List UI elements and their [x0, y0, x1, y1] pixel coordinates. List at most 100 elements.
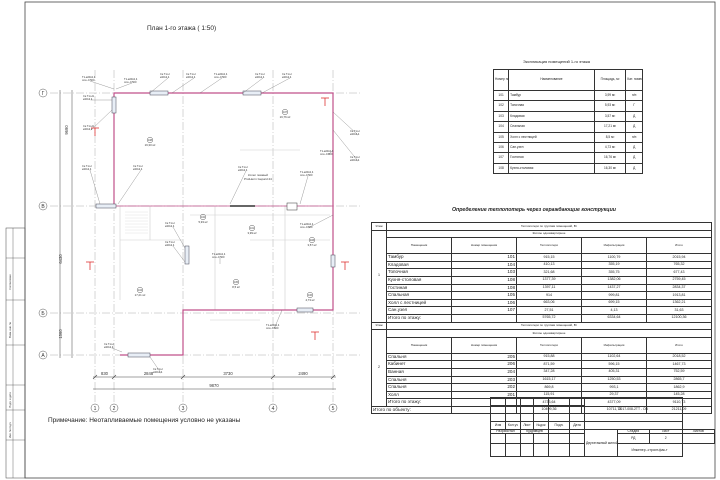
dimension-value: 6430 [58, 254, 63, 264]
table-row [490, 405, 715, 414]
table-row: Инженер.-строит.фак-т [490, 443, 715, 458]
stamp-label: Взам. инв. № [8, 322, 12, 338]
leader-label: отм.-0.500 [300, 173, 313, 177]
leader-label: Ск.Т1-Н [104, 342, 114, 346]
table-cell [520, 405, 534, 414]
table-cell: 107 [492, 152, 510, 164]
floor-number-cell: 1 [371, 229, 387, 323]
table-cell: 205 [451, 352, 517, 362]
table-cell: 206 [451, 360, 517, 369]
table-cell: Сан.узел [508, 141, 595, 154]
leader-line [307, 214, 334, 229]
sheet-value: 2 [649, 433, 683, 445]
dimension-tick [330, 374, 336, 380]
floor-header: Этаж [371, 222, 387, 231]
table-cell: Д [625, 121, 643, 133]
table-cell: Тамбур [508, 89, 595, 102]
table-cell: Тамбур [386, 253, 452, 262]
floor-header: Этаж [371, 321, 387, 331]
table-cell: 1100,79 [581, 253, 647, 262]
table-cell: Кухня-столовая [508, 162, 595, 175]
column-header: Наименование [508, 69, 595, 91]
column-header: Номер помещения [451, 237, 517, 255]
table-cell: 106 [492, 141, 510, 154]
table-header-row: Номер помещенияНаименованиеПлощадь, м²Ка… [492, 69, 643, 91]
table-cell [505, 405, 521, 414]
room-marker [199, 213, 206, 220]
table-cell: Д [625, 141, 643, 154]
leader-label: Т1-ø20х2,4 [82, 75, 96, 79]
table-cell [548, 413, 570, 422]
table-cell: Спальная [508, 121, 595, 133]
axis-label: Б [41, 311, 45, 317]
table-cell: 752,59 [646, 367, 712, 377]
table-cell [569, 443, 585, 458]
table-cell: 2759,45 [646, 275, 712, 285]
room-area: 3,99 м² [247, 231, 256, 235]
table-cell [520, 413, 534, 422]
column-header: Теплопотери [516, 237, 582, 255]
table-cell: Гостиная [386, 283, 452, 293]
axis-label: В [41, 204, 45, 210]
explication-title: Экспликация помещений 1-го этажа [523, 59, 591, 64]
table-cell: 1913,81 [646, 291, 712, 300]
table-cell: Кабинет [386, 360, 452, 369]
leader-line [327, 149, 334, 156]
room-marker [309, 236, 316, 243]
axis-bubble [268, 403, 278, 413]
explication-table: Номер помещенияНаименованиеПлощадь, м²Ка… [492, 69, 643, 175]
document-code: 2017-008-2ТТ - ОВ [584, 397, 683, 422]
leader-label: ø20х2,4 [238, 168, 248, 172]
table-cell: 17,21 м² [593, 121, 627, 133]
table-cell: 8,5 м² [593, 131, 627, 143]
heating-pipe-route [113, 92, 334, 356]
leader-label: ø20х2,4 [165, 224, 175, 228]
column-header: Инфильтрация [581, 336, 647, 354]
room-area: 4,73 м² [305, 298, 314, 302]
table-cell: 101 [492, 89, 510, 102]
table-cell [533, 397, 549, 406]
table-cell: 202 [451, 383, 517, 392]
table-cell: 347,28 [516, 367, 582, 377]
axis-label: А [41, 353, 45, 359]
column-header: Площадь, м² [593, 69, 627, 91]
leader-label: отм.-0.500 [300, 225, 313, 229]
column-header: Инфильтрация [581, 237, 647, 255]
table-cell [569, 433, 585, 445]
table-cell: 108 [492, 162, 510, 175]
table-cell: 321,68 [516, 268, 582, 277]
table-cell: 2015,94 [646, 253, 712, 262]
axis-bubble [109, 403, 119, 413]
axis-label: 5 [332, 406, 335, 412]
table-cell: 105 [451, 291, 517, 300]
leader-label: ø20х2,4 [186, 75, 196, 79]
leader-label: ø20х2,4 [83, 97, 93, 101]
leader-label: Ск.Т1-Н1 [83, 124, 94, 128]
leader-label: Ск.Т1-Н [153, 367, 163, 371]
leader-line [172, 226, 186, 249]
table-cell: 1467,73 [646, 360, 712, 369]
table-cell [533, 405, 549, 414]
table-cell: 31,63 [646, 306, 712, 315]
organization: Инженер.-строит.фак-т [616, 443, 683, 458]
table-cell [490, 413, 506, 422]
table-cell: Д [625, 162, 643, 175]
table-cell: 16,30 м² [593, 162, 627, 175]
column-header: Кол.уч [505, 421, 521, 430]
leader-label: Т1-ø20х2,4 [124, 77, 138, 81]
dimension-tick [92, 374, 98, 380]
leader-line [149, 77, 169, 94]
table-cell: Жилое одноквартирное [386, 229, 712, 239]
